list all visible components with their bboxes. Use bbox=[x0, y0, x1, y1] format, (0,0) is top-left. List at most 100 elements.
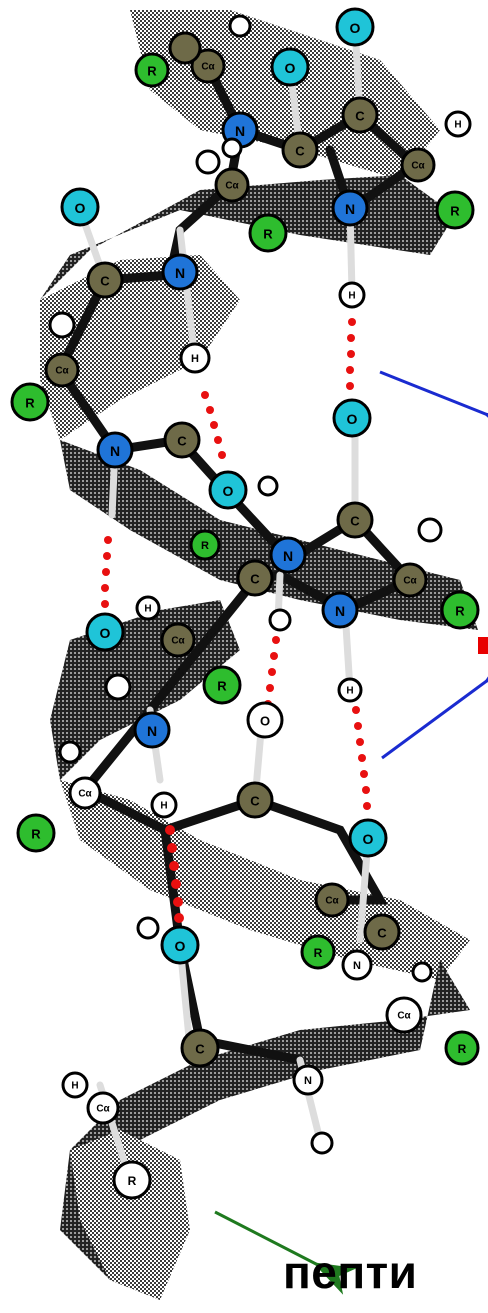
nitrogen-atom bbox=[331, 189, 369, 227]
atom-label: H bbox=[346, 686, 353, 697]
alpha-carbon-atom bbox=[314, 882, 350, 918]
hydrogen-atom bbox=[257, 475, 279, 497]
hydrogen-atom bbox=[228, 14, 252, 38]
carbon-atom bbox=[236, 559, 274, 597]
nitrogen-atom bbox=[133, 711, 171, 749]
atom-label: Cα bbox=[411, 161, 425, 172]
atom-label: C bbox=[377, 926, 387, 941]
alpha-carbon-atom bbox=[190, 48, 226, 84]
atom-label: C bbox=[100, 274, 110, 289]
atom-label: R bbox=[147, 64, 157, 79]
annotation-arrows bbox=[214, 370, 488, 1295]
atom-label: R bbox=[314, 946, 323, 960]
hbond-arrow-upper bbox=[379, 370, 488, 443]
peptide-arrow bbox=[214, 1210, 357, 1295]
atom-label: R bbox=[25, 396, 35, 411]
alpha-carbon-white bbox=[385, 996, 423, 1034]
atom-label: H bbox=[191, 353, 199, 365]
atom-label: Cα bbox=[96, 1104, 110, 1115]
nitrogen-atom bbox=[161, 253, 199, 291]
peptide-caption: пепти bbox=[283, 1246, 418, 1298]
r-group-atom bbox=[134, 52, 170, 88]
oxygen-atom bbox=[270, 47, 310, 87]
atom-label: C bbox=[250, 572, 260, 587]
atom-label: C bbox=[177, 434, 187, 449]
hydrogen-atom bbox=[221, 137, 243, 159]
atom-label: C bbox=[295, 144, 305, 159]
atom-label: Cα bbox=[55, 366, 69, 377]
nitrogen-atom bbox=[321, 591, 359, 629]
alpha-carbon-white bbox=[68, 776, 102, 810]
atom-label: N bbox=[283, 548, 293, 564]
atom-label: Cα bbox=[78, 789, 92, 800]
atom-label: N bbox=[335, 603, 345, 619]
r-group-atom bbox=[444, 1030, 480, 1066]
oxygen-atom-white bbox=[246, 701, 284, 739]
atoms bbox=[10, 7, 480, 1200]
atom-label: H bbox=[144, 604, 151, 615]
oxygen-atom bbox=[85, 612, 125, 652]
hbond-3 bbox=[101, 536, 112, 608]
hydrogen-atom bbox=[58, 740, 82, 764]
hbond-2 bbox=[201, 391, 226, 459]
bond-stick bbox=[176, 226, 199, 364]
atom-label: O bbox=[347, 411, 358, 427]
atom-label: Cα bbox=[201, 62, 215, 73]
hydrogen-atom bbox=[337, 677, 363, 703]
r-group-atom bbox=[440, 590, 480, 630]
hbond-arrow-lower bbox=[381, 646, 488, 760]
alpha-carbon-atom bbox=[160, 622, 196, 658]
r-group-atom bbox=[300, 934, 336, 970]
atom-label: O bbox=[75, 200, 86, 216]
atom-label: H bbox=[160, 801, 167, 812]
ribbon-turn-5-light bbox=[70, 1130, 190, 1300]
carbon-atom bbox=[168, 31, 202, 65]
atom-label: H bbox=[71, 1081, 78, 1092]
alpha-carbon-atom bbox=[400, 147, 436, 183]
atom-label: O bbox=[223, 483, 234, 499]
atom-label: Cα bbox=[171, 636, 185, 647]
nitrogen-atom-white bbox=[292, 1064, 324, 1096]
atom-label: Cα bbox=[225, 181, 239, 192]
atom-label: H bbox=[348, 291, 355, 302]
oxygen-atom bbox=[348, 818, 388, 858]
r-group-atom bbox=[248, 213, 288, 253]
atom-label: C bbox=[350, 514, 360, 529]
hydrogen-atom bbox=[338, 281, 366, 309]
nitrogen-atom bbox=[96, 431, 134, 469]
oxygen-atom bbox=[208, 470, 248, 510]
atom-label: C bbox=[195, 1042, 205, 1057]
hydrogen-atom bbox=[136, 916, 160, 940]
atom-label: R bbox=[450, 204, 460, 219]
oxygen-atom bbox=[60, 187, 100, 227]
r-group-atom bbox=[10, 382, 50, 422]
atom-label: H bbox=[454, 120, 461, 131]
atom-label: N bbox=[304, 1075, 312, 1087]
r-group-atom bbox=[202, 665, 242, 705]
atom-label: O bbox=[260, 714, 270, 729]
hydrogen-atom bbox=[48, 311, 76, 339]
atom-label: N bbox=[147, 723, 157, 739]
atom-label: R bbox=[31, 827, 41, 842]
hydrogen-atom bbox=[150, 791, 178, 819]
nitrogen-atom-white bbox=[341, 949, 373, 981]
hbond-5 bbox=[352, 706, 371, 810]
atom-label: O bbox=[363, 831, 374, 847]
cropped-label-mark bbox=[478, 637, 488, 654]
atom-label: R bbox=[217, 679, 227, 694]
atom-label: N bbox=[345, 201, 355, 217]
atom-label: R bbox=[455, 604, 465, 619]
alpha-carbon-atom bbox=[44, 352, 80, 388]
hydrogen-atom bbox=[444, 110, 472, 138]
atom-label: R bbox=[458, 1042, 467, 1056]
ribbon-turn-5 bbox=[60, 960, 470, 1300]
carbon-atom bbox=[86, 261, 124, 299]
atom-label: N bbox=[110, 443, 120, 459]
r-group-white bbox=[112, 1160, 152, 1200]
atom-label: O bbox=[350, 20, 361, 36]
atom-label: C bbox=[355, 109, 365, 124]
atom-label: Cα bbox=[403, 576, 417, 587]
carbon-atom bbox=[281, 131, 319, 169]
